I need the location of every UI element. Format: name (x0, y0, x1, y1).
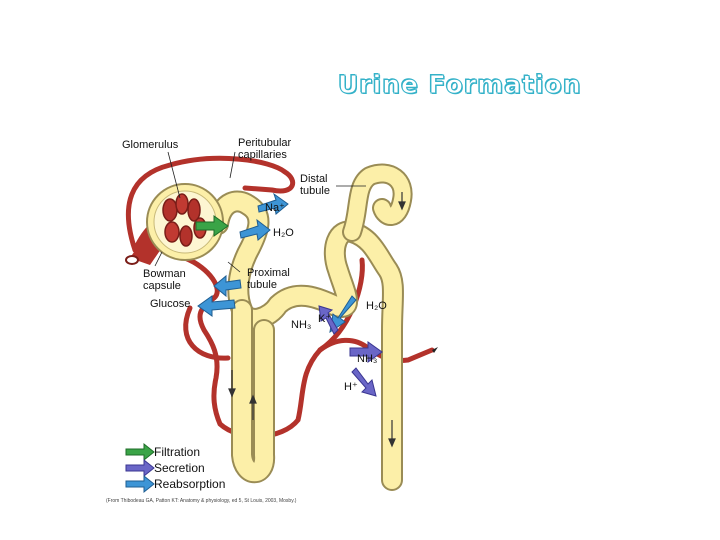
h2o-proximal-label: H₂O (273, 227, 294, 239)
bowman-label-line1: Bowman (143, 268, 186, 280)
na-label: Na⁺ (265, 202, 285, 214)
proximal-label-line1: Proximal (247, 267, 290, 279)
proximal-label-line2: tubule (247, 279, 277, 291)
citation: (From Thibodeau GA, Patton KT: Anatomy &… (106, 498, 297, 504)
legend-filtration-arrow (126, 444, 154, 460)
legend-reabsorption-label: Reabsorption (154, 477, 225, 491)
k-label: K⁺ (318, 313, 331, 325)
vessel-cut-end (126, 256, 138, 264)
glucose-label: Glucose (150, 298, 190, 310)
nh3-right-label: NH₃ (357, 353, 377, 365)
legend-secretion-label: Secretion (154, 461, 205, 475)
peritubular-label-line1: Peritubular (238, 137, 292, 149)
distal-label-line2: tubule (300, 185, 330, 197)
h2o-distal-label: H₂O (366, 300, 387, 312)
legend-reabsorption-arrow (126, 476, 154, 492)
glomerulus-label: Glomerulus (122, 139, 179, 151)
peritubular-label-line2: capillaries (238, 149, 287, 161)
h-label: H⁺ (344, 381, 358, 393)
nh3-left-label: NH₃ (291, 319, 311, 331)
distal-label-line1: Distal (300, 173, 328, 185)
legend: Filtration Secretion Reabsorption (126, 444, 225, 492)
legend-filtration-label: Filtration (154, 445, 200, 459)
bowman-label-line2: capsule (143, 280, 181, 292)
legend-secretion-arrow (126, 460, 154, 476)
